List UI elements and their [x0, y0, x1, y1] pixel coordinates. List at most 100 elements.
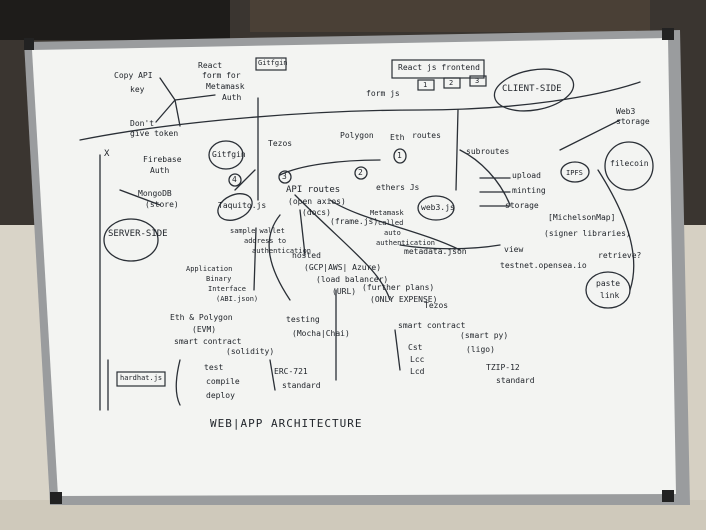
frame-corner: [50, 492, 62, 504]
react-frontend-label: React js frontend: [398, 63, 480, 72]
x-mark: X: [104, 149, 110, 159]
note-form-for: form for: [202, 71, 241, 80]
boxed-label: Gitfgin: [258, 59, 288, 67]
polygon-label: Polygon: [340, 131, 374, 140]
url-label: (URL): [332, 287, 357, 296]
metamask-called: Metamask: [370, 209, 404, 217]
note-key: key: [130, 85, 145, 94]
filecoin-label: filecoin: [610, 159, 649, 168]
application-label: Application: [186, 265, 233, 273]
further-plans: (further plans): [362, 283, 435, 292]
routes-label: routes: [412, 131, 441, 140]
solidity-label: (solidity): [226, 347, 275, 356]
cst-label: Cst: [408, 343, 423, 352]
window-left: [0, 0, 230, 40]
binary-label: Binary: [206, 275, 232, 283]
lcc-label: Lcc: [410, 355, 425, 364]
frame-corner: [24, 38, 34, 50]
mocha-chai: (Mocha|Chai): [292, 329, 350, 338]
cloud-label: (GCP|AWS| Azure): [304, 263, 382, 272]
client-side-label: CLIENT-SIDE: [502, 84, 562, 94]
frame-js: (frame.js): [330, 217, 379, 226]
note-dont: Don't: [130, 119, 155, 128]
hosted-label: hosted: [292, 251, 321, 260]
docs-label: (docs): [302, 208, 331, 217]
note-copy-api: Copy API: [114, 71, 153, 80]
retrieve-label: retrieve?: [598, 251, 642, 260]
storage-label: storage: [505, 201, 539, 210]
firebase-label: Firebase: [143, 155, 182, 164]
box-1: 1: [423, 81, 428, 89]
tzip12-label: TZIP-12: [486, 363, 520, 372]
view-label: view: [504, 245, 524, 254]
subroutes-label: subroutes: [466, 147, 510, 156]
num-3: 3: [282, 172, 287, 181]
minting-label: minting: [512, 186, 546, 195]
only-expense: (ONLY EXPENSE): [370, 295, 438, 304]
tzip-standard: standard: [496, 376, 535, 385]
signer-libraries: (signer libraries): [544, 229, 631, 238]
num-4: 4: [232, 175, 237, 184]
num-2: 2: [358, 168, 363, 177]
authentication-2: authentication: [376, 239, 436, 247]
hardhat-label: hardhat.js: [120, 374, 163, 382]
authentication-1: authentication: [252, 247, 312, 255]
sample-wallet: sample wallet: [230, 227, 285, 235]
frame-corner: [662, 490, 674, 502]
api-routes-label: API routes: [286, 185, 341, 195]
window-right: [250, 0, 650, 32]
web3js-label: web3.js: [421, 203, 455, 212]
tezos-label: Tezos: [268, 139, 293, 148]
load-balancer: (load balancer): [316, 275, 389, 284]
test-label: test: [204, 363, 224, 372]
ethers-js-label: ethers Js: [376, 183, 420, 192]
upload-label: upload: [512, 171, 541, 180]
note-react: React: [198, 61, 223, 70]
lcd-label: Lcd: [410, 367, 425, 376]
frame-corner: [662, 28, 674, 40]
metadata-json: metadata.json: [404, 247, 467, 256]
board-title: WEB|APP ARCHITECTURE: [210, 417, 363, 430]
server-side-label: SERVER-SIDE: [108, 229, 168, 239]
interface-label: Interface: [208, 285, 246, 293]
michelson-map: [MichelsonMap]: [548, 213, 616, 222]
gitfgin-label: Gitfgin: [212, 150, 246, 159]
paste-label: paste: [596, 279, 621, 288]
testnet-label: testnet.opensea.io: [500, 261, 587, 270]
smart-contract-2: smart contract: [398, 321, 466, 330]
deploy-label: deploy: [206, 391, 235, 400]
auto-label: auto: [384, 229, 401, 237]
firebase-auth: Auth: [150, 166, 170, 175]
mongodb-store: (store): [145, 200, 179, 209]
evm-label: (EVM): [192, 325, 217, 334]
tezos-bottom: Tezos: [424, 301, 449, 310]
taquito-label: Taquito.js: [218, 201, 267, 210]
ligo-label: (ligo): [466, 345, 495, 354]
smart-contract-1: smart contract: [174, 337, 242, 346]
note-metamask: Metamask: [206, 82, 245, 91]
ink-boxes: [116, 57, 487, 387]
eth-label: Eth: [390, 133, 405, 142]
note-auth: Auth: [222, 93, 242, 102]
called-label: called: [378, 219, 404, 227]
mongodb-label: MongoDB: [138, 189, 172, 198]
address-to: address to: [244, 237, 287, 245]
ink-lines: [79, 77, 641, 411]
abi-json: (ABI.json): [216, 295, 259, 303]
compile-label: compile: [206, 377, 240, 386]
smart-py: (smart py): [460, 331, 509, 340]
num-1: 1: [397, 151, 402, 160]
eth-polygon: Eth & Polygon: [170, 313, 233, 322]
web3-label: Web3: [616, 107, 636, 116]
ipfs-label: IPFS: [566, 169, 583, 177]
link-label: link: [600, 291, 620, 300]
ink-circles: [103, 68, 654, 309]
board-surface: [32, 38, 676, 496]
box-2: 2: [449, 79, 454, 87]
testing-label: testing: [286, 315, 320, 324]
erc721-label: ERC-721: [274, 367, 308, 376]
erc-standard: standard: [282, 381, 321, 390]
form-js-label: form js: [366, 89, 400, 98]
open-axios-label: (open axios): [288, 197, 346, 206]
